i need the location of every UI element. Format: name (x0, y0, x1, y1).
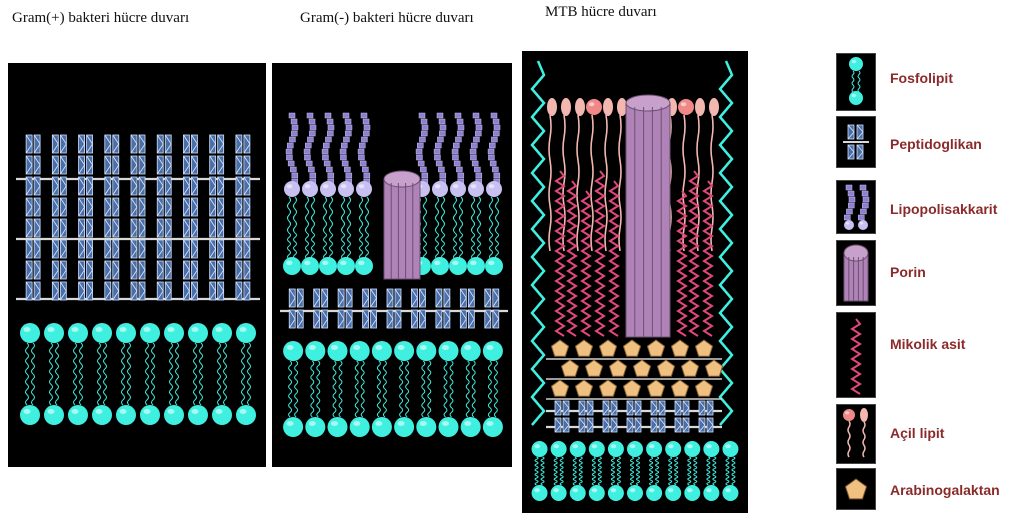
legend-peptidoglikan-icon (836, 116, 876, 168)
legend-mikolik-label: Mikolik asit (890, 336, 965, 352)
mtb-panel (522, 51, 748, 513)
gram-negative-peptidoglycan (280, 289, 508, 328)
gram-negative-panel (272, 63, 512, 467)
gram-positive-peptidoglycan (16, 135, 260, 300)
mtb-arabinogalactan (546, 340, 723, 399)
legend-lipopolisakkarit-icon (836, 180, 876, 234)
mtb-peptidoglycan (546, 401, 722, 432)
mtb-diagram (522, 51, 748, 513)
gram-positive-diagram (8, 63, 266, 467)
legend-arabino-icon (836, 468, 876, 510)
gram-positive-membrane (20, 323, 256, 425)
mtb-title: MTB hücre duvarı (545, 4, 657, 21)
legend-acil-icon (836, 404, 876, 464)
legend-lipopolisakkarit-label: Lipopolisakkarit (890, 201, 997, 217)
legend-mikolik-icon (836, 312, 876, 398)
gram-negative-inner-membrane (283, 341, 503, 437)
legend-arabino-label: Arabinogalaktan (890, 482, 1000, 498)
gram-positive-title: Gram(+) bakteri hücre duvarı (12, 10, 189, 27)
legend-fosfolipit-label: Fosfolipit (890, 70, 953, 86)
gram-negative-title: Gram(-) bakteri hücre duvarı (300, 10, 474, 27)
legend-acil-label: Açil lipit (890, 425, 944, 441)
legend-fosfolipit-icon (836, 53, 876, 111)
gram-negative-porin (384, 171, 420, 279)
legend-porin-label: Porin (890, 264, 926, 280)
mtb-porin (626, 95, 670, 337)
mtb-membrane (532, 441, 739, 501)
legend-porin-icon (836, 240, 876, 306)
gram-positive-panel (8, 63, 266, 467)
gram-negative-diagram (272, 63, 512, 467)
legend-peptidoglikan-label: Peptidoglikan (890, 136, 982, 152)
